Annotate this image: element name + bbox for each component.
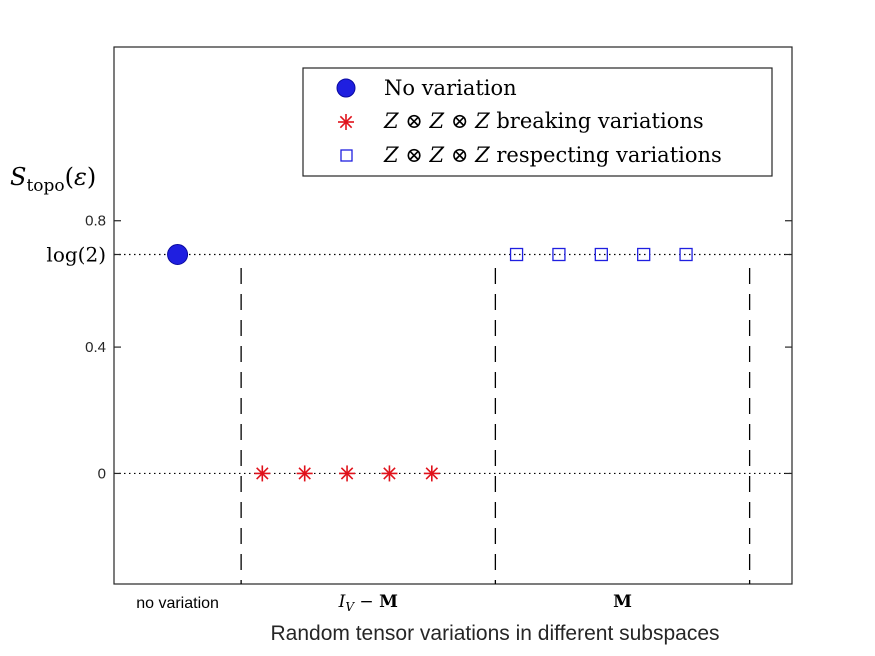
region-label-2: M <box>613 592 632 612</box>
marker-series2-point1 <box>552 247 566 262</box>
marker-series1-point2-stroke-3 <box>340 467 354 480</box>
marker-series1-point1 <box>296 465 313 482</box>
y-axis-ticks: 0 0.4 log(2) 0.8 <box>46 213 792 482</box>
y-tick-label-1: 0.4 <box>85 339 106 356</box>
legend-marker-breaking <box>338 114 354 130</box>
marker-series1-point0-stroke-3 <box>256 467 269 480</box>
marker-series1-point3-stroke-3 <box>383 467 396 480</box>
region-label-1: IV − M <box>338 592 398 614</box>
marker-series2-point2 <box>594 247 608 262</box>
marker-series2-point4 <box>679 247 693 262</box>
marker-series0-point0 <box>167 244 189 266</box>
legend-label-breaking: Z ⊗ Z ⊗ Z breaking variations <box>383 109 704 133</box>
marker-series1-point2 <box>339 465 356 482</box>
y-tick-label-3: 0.8 <box>85 213 106 230</box>
legend-box <box>302 67 773 177</box>
marker-series1-point4-stroke-3 <box>425 467 439 480</box>
marker-series1-point3 <box>381 465 398 482</box>
region-label-0: no variation <box>136 595 219 612</box>
marker-series1-point0 <box>254 465 271 482</box>
marker-series1-point4 <box>423 465 440 482</box>
legend-star-glyph-stroke-3 <box>339 115 353 129</box>
y-tick-label-2: log(2) <box>46 243 106 267</box>
y-tick-label-0: 0 <box>98 465 106 482</box>
region-labels: no variation IV − M M <box>136 592 632 614</box>
legend-star-glyph <box>338 114 354 130</box>
marker-series2-point3 <box>637 247 651 262</box>
x-axis-label: Random tensor variations in different su… <box>270 622 719 645</box>
marker-series1-point1-stroke-3 <box>298 467 311 480</box>
legend-label-respecting: Z ⊗ Z ⊗ Z respecting variations <box>383 143 722 167</box>
legend-label-no-variation: No variation <box>384 76 517 100</box>
reference-lines <box>114 253 792 475</box>
marker-series2-point0 <box>509 247 524 262</box>
region-dividers <box>240 268 751 584</box>
data-markers <box>167 244 693 482</box>
legend-marker-respecting <box>340 149 353 162</box>
y-axis-label: Stopo(ε) <box>10 163 96 196</box>
legend: No variation Z ⊗ Z ⊗ Z breaking variatio… <box>302 67 773 177</box>
legend-marker-no-variation <box>336 78 356 98</box>
